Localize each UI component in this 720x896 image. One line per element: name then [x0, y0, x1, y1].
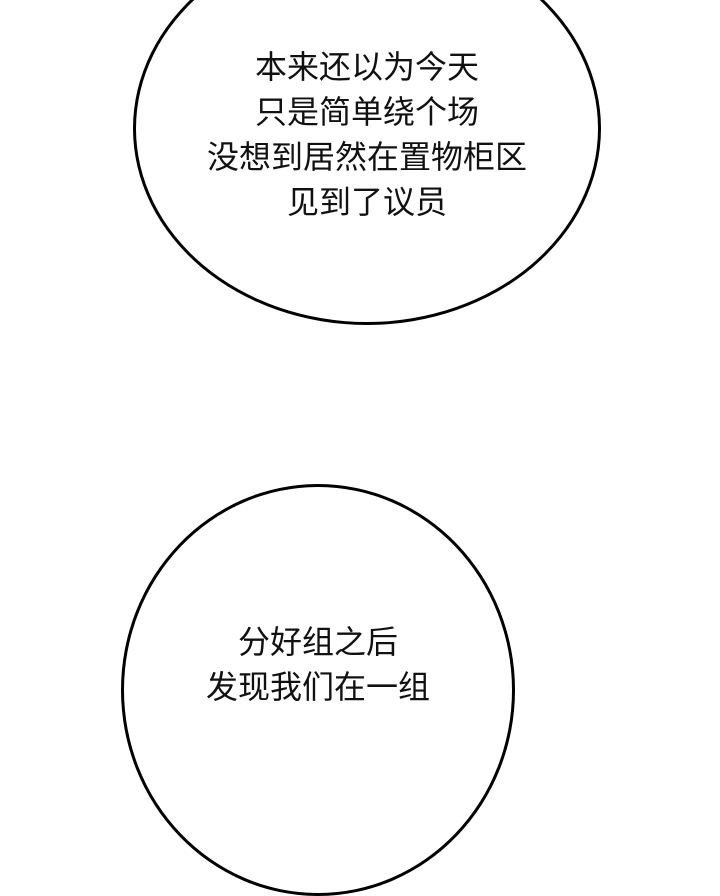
dialogue-line: 只是简单绕个场 [254, 93, 479, 131]
speech-bubble-top: 本来还以为今天 只是简单绕个场 没想到居然在置物柜区 见到了议员 [133, 0, 601, 325]
dialogue-line: 没想到居然在置物柜区 [206, 138, 527, 176]
speech-bubble-text: 本来还以为今天 只是简单绕个场 没想到居然在置物柜区 见到了议员 [136, 45, 598, 225]
speech-bubble-text: 分好组之后 发现我们在一组 [124, 620, 512, 710]
speech-bubble-bottom: 分好组之后 发现我们在一组 [121, 484, 515, 896]
dialogue-line: 本来还以为今天 [254, 48, 479, 86]
dialogue-line: 发现我们在一组 [205, 668, 430, 706]
dialogue-line: 分好组之后 [237, 623, 398, 661]
dialogue-line: 见到了议员 [286, 183, 447, 221]
